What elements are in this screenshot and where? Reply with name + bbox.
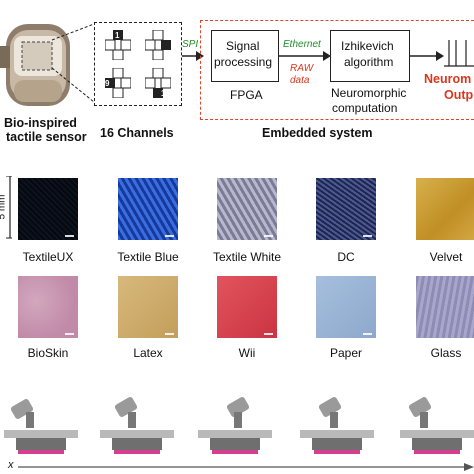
label-dc: DC <box>337 250 355 264</box>
swatch-latex <box>118 276 178 338</box>
label-glass: Glass <box>430 346 462 360</box>
channel-num-1: 1 <box>115 31 120 40</box>
signal-box-line1: Signal <box>226 39 260 53</box>
output-line2: Outp <box>444 88 474 102</box>
label-textile-blue: Textile Blue <box>117 250 179 264</box>
sliding-setup-5 <box>400 397 474 454</box>
raw-label-1: RAW <box>290 63 314 74</box>
spi-label: SPI <box>182 39 199 50</box>
label-paper: Paper <box>329 346 363 360</box>
swatch-textile-blue <box>118 178 178 240</box>
spike-train <box>444 40 474 67</box>
sensor-caption-1: Bio-inspired <box>4 116 77 130</box>
sliding-setup-4 <box>300 397 374 454</box>
signal-box-line2: processing <box>214 55 273 69</box>
swatch-textile-white <box>217 178 277 240</box>
channel-cluster-tr <box>145 30 171 60</box>
swatch-dc <box>316 178 376 240</box>
tactile-sensor-photo <box>0 24 70 106</box>
x-axis-label: x <box>8 459 14 471</box>
x-axis-arrow <box>18 463 474 471</box>
swatch-velvet <box>416 178 474 240</box>
raw-label-2: data <box>290 75 310 86</box>
channel-cluster-bl <box>105 68 131 98</box>
swatch-textileux <box>18 178 78 240</box>
channels-caption: 16 Channels <box>100 126 174 140</box>
swatch-wii <box>217 276 277 338</box>
label-textileux: TextileUX <box>22 250 74 264</box>
embedded-system-box <box>200 20 474 120</box>
label-bioskin: BioSkin <box>27 346 69 360</box>
scale-label: 5 mm <box>0 194 8 220</box>
swatch-bioskin <box>18 276 78 338</box>
sliding-setup-3 <box>198 397 272 454</box>
channel-cluster-br <box>145 68 171 98</box>
izhikevich-box[interactable] <box>330 30 410 82</box>
sliding-setup-2 <box>100 397 174 454</box>
signal-processing-box[interactable] <box>211 30 279 82</box>
label-wii: Wii <box>238 346 256 360</box>
channel-cluster-tl <box>105 30 131 60</box>
label-latex: Latex <box>133 346 163 360</box>
scale-bar <box>6 176 12 239</box>
output-arrow <box>410 51 444 61</box>
izh-line1: Izhikevich <box>341 39 394 53</box>
ethernet-label: Ethernet <box>283 39 321 50</box>
channel-num-13: 13 <box>161 89 170 98</box>
channel-num-9: 9 <box>105 79 110 88</box>
embedded-caption: Embedded system <box>262 126 373 140</box>
swatch-glass <box>416 276 474 338</box>
channels-box <box>94 22 182 106</box>
fpga-label: FPGA <box>230 88 263 102</box>
output-line1: Neurom <box>424 72 472 86</box>
neuro-line2: computation <box>332 101 398 115</box>
sensor-caption-2: tactile sensor <box>6 130 87 144</box>
ethernet-arrow <box>279 51 331 61</box>
izh-line2: algorithm <box>344 55 394 69</box>
swatch-paper <box>316 276 376 338</box>
sliding-setup-1 <box>4 399 78 454</box>
label-textile-white: Textile White <box>212 250 282 264</box>
zoom-connector <box>51 23 95 103</box>
label-velvet: Velvet <box>429 250 463 264</box>
channel-num-5: 5 <box>155 41 160 50</box>
neuro-line1: Neuromorphic <box>331 86 407 100</box>
